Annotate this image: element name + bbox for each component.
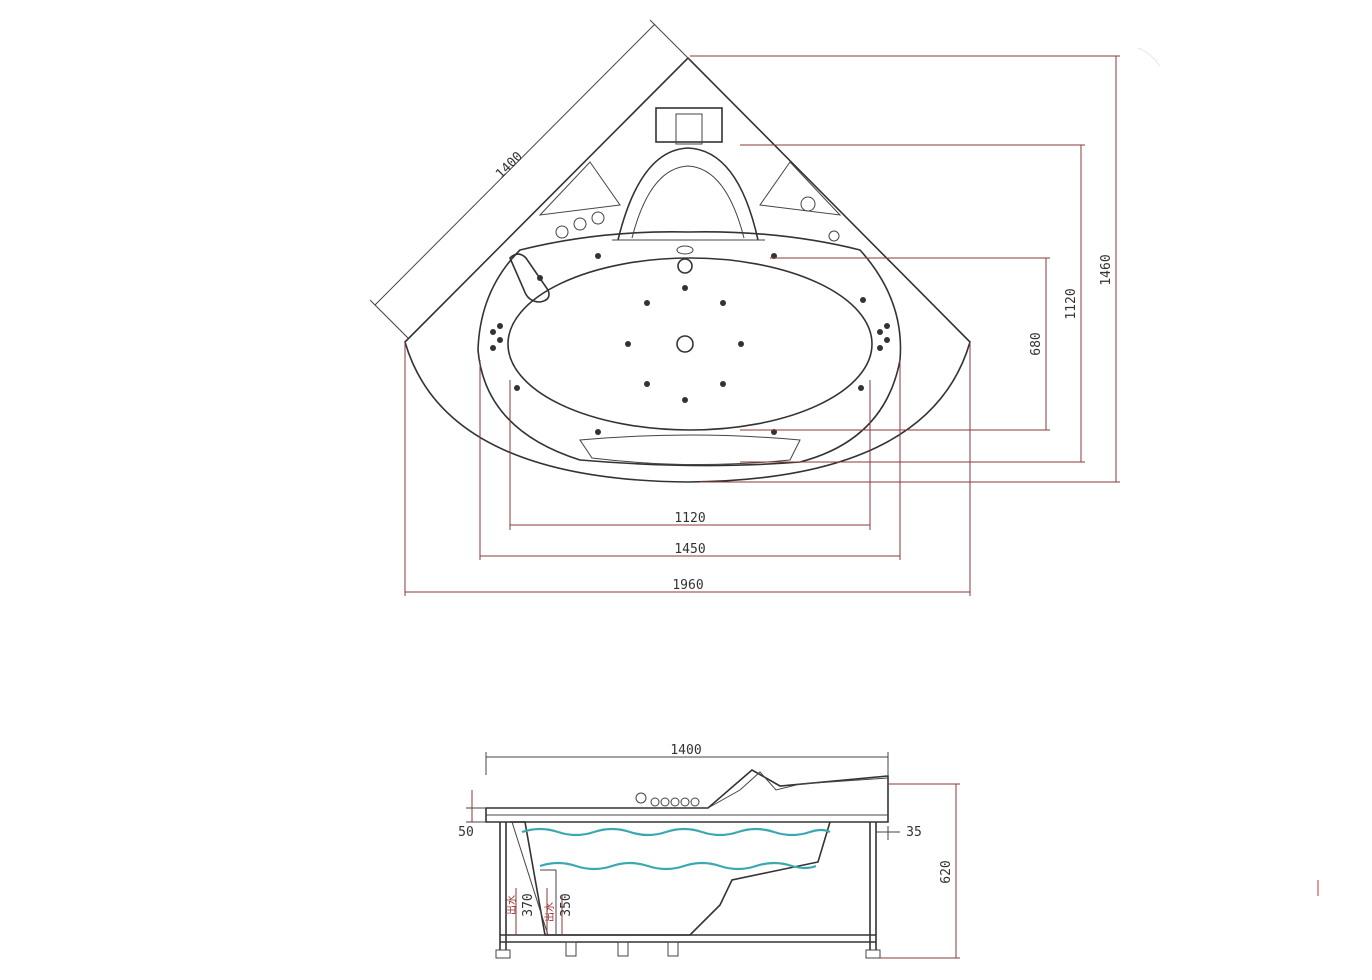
dim-rim-depth-label: 1120 xyxy=(1064,288,1079,319)
jet xyxy=(595,429,601,435)
jet xyxy=(497,337,503,343)
dim-skirt-offset: 35 xyxy=(876,825,922,840)
scan-mark xyxy=(1137,47,1161,67)
dim-total-depth-label: 1460 xyxy=(1099,254,1114,285)
jet xyxy=(682,397,688,403)
side-headrest xyxy=(707,771,889,809)
waterfall-outlet xyxy=(655,107,723,143)
dim-diagonal-label: 1400 xyxy=(493,149,526,182)
waterfall-spout xyxy=(675,113,703,145)
jet xyxy=(720,381,726,387)
jet xyxy=(858,385,864,391)
dim-height-label: 620 xyxy=(939,860,954,883)
dim-basin-width: 1120 xyxy=(509,380,871,530)
water-level-upper xyxy=(521,827,831,837)
jet xyxy=(490,345,496,351)
dim-rim-width-label: 1450 xyxy=(674,542,705,557)
tub-outline xyxy=(404,56,971,483)
jet xyxy=(644,300,650,306)
dim-basin-depth-label: 680 xyxy=(1029,332,1044,355)
dim-basin-width-label: 1120 xyxy=(674,511,705,526)
dim-rim-thickness-label: 50 xyxy=(458,825,474,840)
control-knob-2 xyxy=(573,217,587,231)
dim-side-length: 1400 xyxy=(485,743,889,775)
jet xyxy=(720,300,726,306)
water-level-lower xyxy=(539,861,817,871)
tub-basin xyxy=(507,257,873,431)
seat-label-2: 出水 xyxy=(543,902,556,922)
jet xyxy=(625,341,631,347)
jet xyxy=(514,385,520,391)
jet xyxy=(884,323,890,329)
jet xyxy=(537,275,543,281)
jet xyxy=(860,297,866,303)
dim-height: 620 xyxy=(880,783,960,959)
control-knob-1 xyxy=(555,225,569,239)
side-jets-left xyxy=(490,323,503,351)
dim-rim-depth: 1120 xyxy=(740,144,1085,463)
front-seat xyxy=(579,434,801,466)
jet xyxy=(884,337,890,343)
right-corner-panel xyxy=(759,161,842,216)
side-frame xyxy=(495,822,881,959)
side-body xyxy=(510,821,831,936)
dim-total-depth: 1460 xyxy=(690,55,1120,483)
water-level-1-label: 370 xyxy=(521,893,536,916)
dim-outer-width: 1960 xyxy=(404,342,971,596)
rim-fittings xyxy=(635,792,700,807)
overflow xyxy=(677,258,693,274)
tub-rim xyxy=(477,231,902,467)
drain xyxy=(676,335,694,353)
seat-level-markers: 370 350 出水 出水 xyxy=(505,888,574,935)
jet xyxy=(877,329,883,335)
dim-rim-width: 1450 xyxy=(479,360,901,560)
dim-basin-depth: 680 xyxy=(740,257,1050,431)
seat-label-1: 出水 xyxy=(505,895,518,915)
dim-side-length-label: 1400 xyxy=(670,743,701,758)
fountain-arch xyxy=(617,147,759,241)
jet xyxy=(490,329,496,335)
dim-rim-thickness: 50 xyxy=(458,790,486,840)
top-view: 1400 1120 1450 1960 680 xyxy=(369,19,1120,596)
control-knob-3 xyxy=(591,211,605,225)
side-view: 370 350 出水 出水 1400 50 35 xyxy=(458,743,960,959)
side-rim xyxy=(485,769,889,823)
jet xyxy=(738,341,744,347)
jet xyxy=(595,253,601,259)
fountain-arch-inner xyxy=(631,165,745,239)
jet xyxy=(644,381,650,387)
side-jets-right xyxy=(877,323,890,351)
water-level-2-label: 350 xyxy=(559,893,574,916)
dim-skirt-offset-label: 35 xyxy=(906,825,922,840)
inlet xyxy=(676,245,694,255)
hand-shower xyxy=(509,253,550,303)
dim-outer-width-label: 1960 xyxy=(672,578,703,593)
control-knob-4 xyxy=(800,196,816,212)
jet xyxy=(497,323,503,329)
jet xyxy=(877,345,883,351)
left-corner-panel xyxy=(538,161,621,216)
control-knob-5 xyxy=(828,230,840,242)
jet xyxy=(682,285,688,291)
